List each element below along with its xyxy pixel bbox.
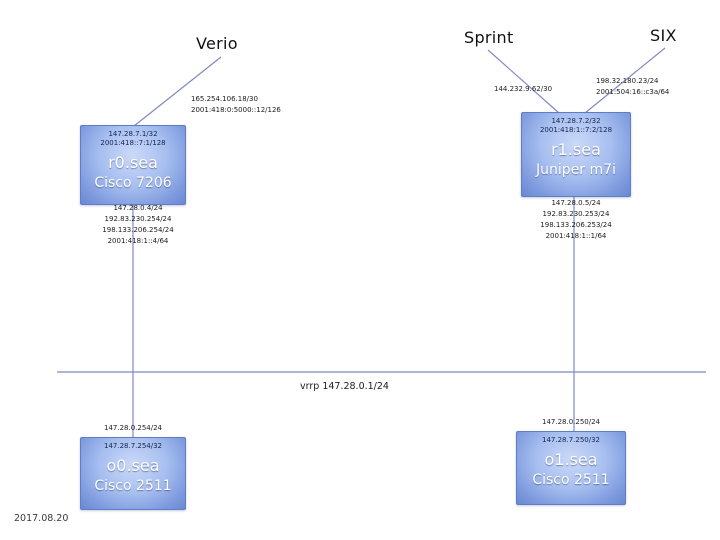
node-name: r0.sea	[108, 153, 158, 172]
upstream-label-verio: Verio	[196, 34, 238, 53]
node-model: Cisco 2511	[94, 478, 172, 494]
ip-address: 147.28.0.254/24	[103, 424, 163, 432]
six-link-addresses: 198.32.180.23/24 2001:504:16::c3a/64	[596, 76, 669, 98]
vrrp-label: vrrp 147.28.0.1/24	[300, 381, 389, 392]
upstream-label-sprint: Sprint	[464, 28, 514, 47]
sprint-link-addresses: 144.232.9.62/30	[494, 84, 552, 95]
ip-address: 2001:418:1::4/64	[107, 237, 169, 245]
node-o0-sea: 147.28.7.254/32 o0.sea Cisco 2511	[80, 437, 186, 510]
ip-address: 192.83.230.253/24	[542, 210, 610, 218]
node-model: Cisco 2511	[532, 472, 610, 488]
loopback-address: 147.28.7.250/32	[541, 436, 601, 444]
node-model: Juniper m7i	[536, 162, 616, 178]
r0-lan-addresses: 147.28.0.4/24 192.83.230.254/24 198.133.…	[73, 203, 203, 247]
ip-address: 144.232.9.62/30	[494, 85, 553, 93]
ip-address: 165.254.106.18/30	[191, 95, 258, 103]
wire-sprint-r1	[487, 49, 560, 114]
ip-address: 147.28.0.250/24	[541, 418, 601, 426]
node-model: Cisco 7206	[94, 175, 172, 191]
upstream-label-six: SIX	[650, 26, 677, 45]
o0-lan-address: 147.28.0.254/24	[78, 423, 188, 434]
loopback-address: 2001:418:1::7:2/128	[539, 126, 613, 134]
node-name: o0.sea	[106, 456, 160, 475]
node-name: r1.sea	[551, 140, 601, 159]
verio-link-addresses: 165.254.106.18/30 2001:418:0:5000::12/12…	[191, 94, 281, 116]
loopback-address: 2001:418::7:1/128	[100, 139, 166, 147]
loopback-address: 147.28.7.254/32	[103, 442, 163, 450]
ip-address: 198.133.206.254/24	[102, 226, 174, 234]
node-o1-sea: 147.28.7.250/32 o1.sea Cisco 2511	[516, 431, 626, 505]
ip-address: 147.28.0.4/24	[113, 204, 163, 212]
ip-address: 198.32.180.23/24	[596, 77, 659, 85]
node-r0-sea: 147.28.7.1/32 2001:418::7:1/128 r0.sea C…	[80, 125, 186, 205]
r1-lan-addresses: 147.28.0.5/24 192.83.230.253/24 198.133.…	[512, 198, 640, 242]
node-r1-sea: 147.28.7.2/32 2001:418:1::7:2/128 r1.sea…	[521, 112, 631, 197]
loopback-address: 147.28.7.2/32	[551, 117, 601, 125]
ip-address: 198.133.206.253/24	[540, 221, 612, 229]
ip-address: 2001:418:0:5000::12/126	[191, 106, 281, 114]
ip-address: 2001:418:1::1/64	[545, 232, 607, 240]
o1-lan-address: 147.28.0.250/24	[516, 417, 626, 428]
ip-address: 192.83.230.254/24	[104, 215, 172, 223]
loopback-address: 147.28.7.1/32	[108, 130, 158, 138]
date-label: 2017.08.20	[14, 513, 69, 524]
ip-address: 147.28.0.5/24	[551, 199, 601, 207]
ip-address: 2001:504:16::c3a/64	[596, 88, 670, 96]
node-name: o1.sea	[544, 450, 598, 469]
